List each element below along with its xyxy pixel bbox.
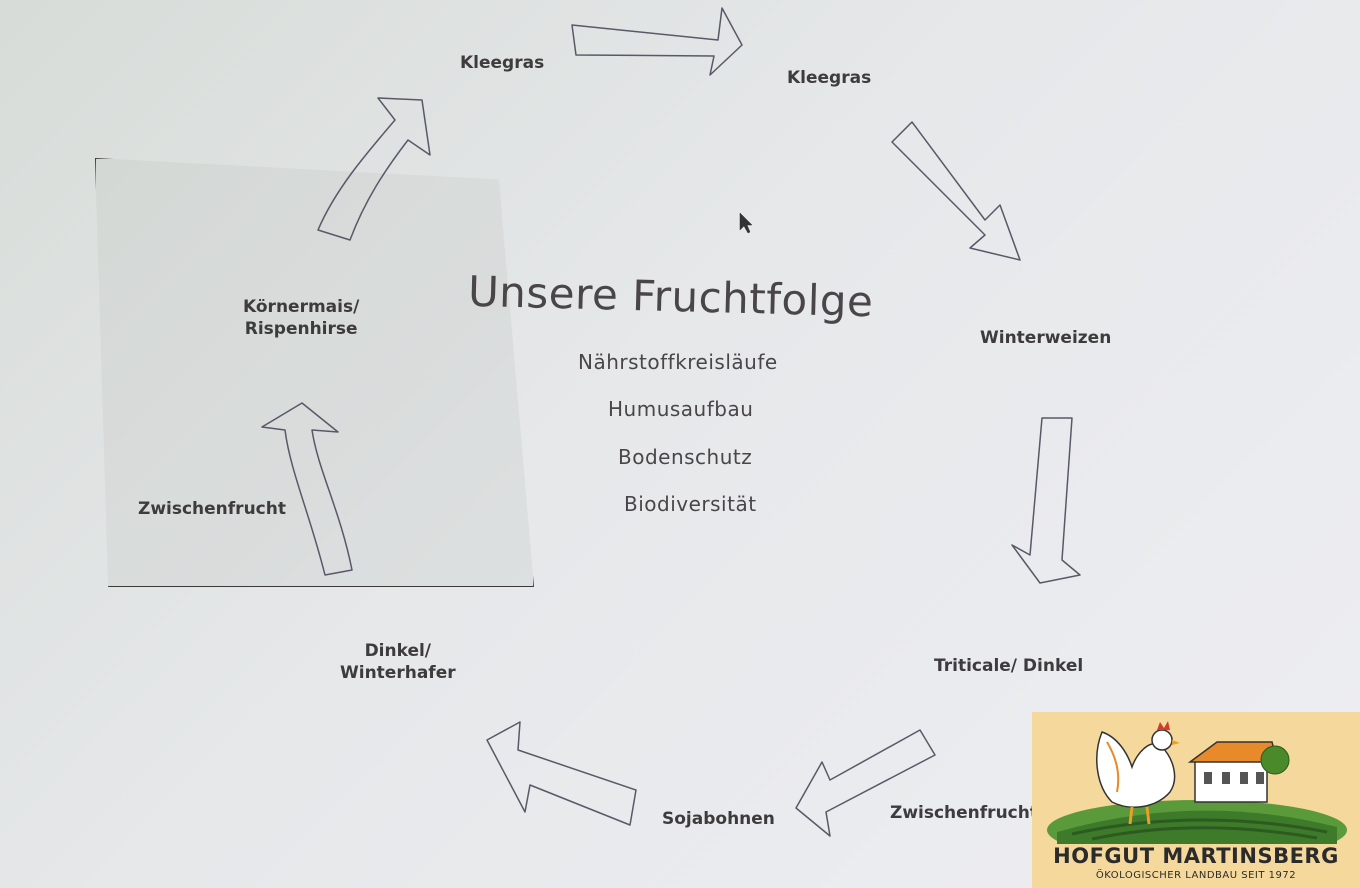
- mouse-pointer-icon: [739, 212, 753, 234]
- arrow-kleegras-to-kleegras: [571, 7, 743, 76]
- crop-label: Winterweizen: [980, 328, 1112, 348]
- paper-sheet-overlay: [95, 158, 534, 587]
- hofgut-martinsberg-logo: HOFGUT MARTINSBERG ÖKOLOGISCHER LANDBAU …: [1032, 712, 1360, 888]
- goal-item: Nährstoffkreisläufe: [578, 350, 778, 374]
- goal-item: Bodenschutz: [618, 445, 753, 469]
- arrow-triticale-to-zwischenfrucht: [795, 729, 936, 837]
- crop-label: Zwischenfrucht: [890, 803, 1038, 823]
- goal-item: Biodiversität: [624, 492, 757, 516]
- arrow-zwischenfrucht-to-sojabohnen: [486, 721, 637, 826]
- crop-label: Triticale/ Dinkel: [934, 656, 1084, 676]
- logo-name: HOFGUT MARTINSBERG: [1053, 844, 1339, 868]
- crop-label: Körnermais/ Rispenhirse: [243, 297, 360, 339]
- goal-item: Humusaufbau: [608, 397, 754, 421]
- arrow-winterweizen-to-triticale: [1011, 417, 1081, 584]
- crop-label: Sojabohnen: [662, 809, 775, 829]
- arrow-zwischenfrucht-to-koernermais: [261, 402, 353, 576]
- farm-illustration-icon: [1047, 721, 1347, 844]
- crop-label: Kleegras: [787, 68, 872, 88]
- crop-label: Dinkel/ Winterhafer: [340, 641, 456, 683]
- arrow-koernermais-to-kleegras: [317, 97, 431, 241]
- crop-label: Kleegras: [460, 53, 545, 73]
- arrow-kleegras-to-winterweizen: [891, 121, 1021, 261]
- crop-label: Zwischenfrucht: [138, 499, 286, 519]
- logo-tagline: ÖKOLOGISCHER LANDBAU SEIT 1972: [1095, 870, 1297, 881]
